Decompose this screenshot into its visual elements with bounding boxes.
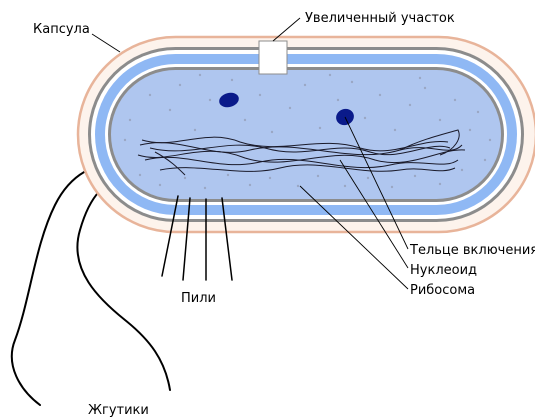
inclusion-body-label: Тельце включения (409, 243, 535, 258)
capsule-leader (92, 34, 120, 52)
nucleoid-label: Нуклеоид (410, 263, 477, 278)
magnified-area-marker (259, 41, 287, 74)
ribosome-label: Рибосома (410, 283, 475, 298)
magnified-area-label: Увеличенный участок (305, 11, 455, 26)
flagella-label: Жгутики (88, 403, 149, 418)
pili-label: Пили (181, 291, 216, 306)
capsule-label: Капсула (33, 22, 90, 37)
